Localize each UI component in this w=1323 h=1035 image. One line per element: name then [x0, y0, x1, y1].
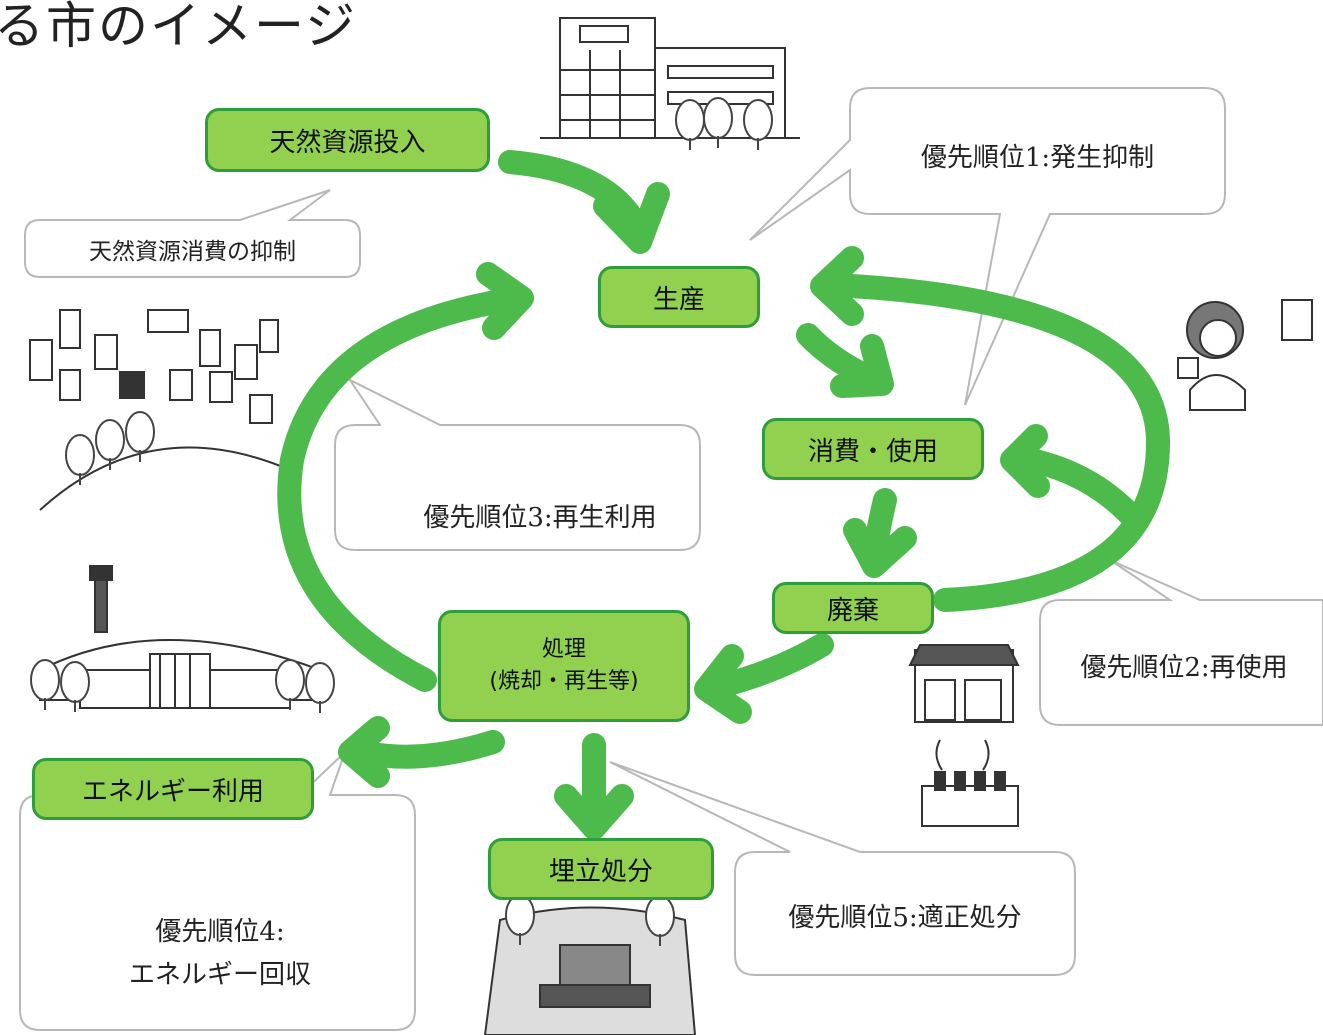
callout-priority4: 優先順位4: エネルギー回収 — [60, 905, 380, 997]
arrow-treatment-to-landfill-head — [554, 784, 634, 840]
callout-priority4-line2: エネルギー回収 — [128, 960, 311, 990]
callout-priority4-line1: 優先順位4: — [155, 917, 285, 947]
page-title: る市のイメージ — [0, 0, 357, 55]
arrow-consumption-to-disposal-head — [843, 518, 917, 578]
arrow-consumption-to-disposal-shaft — [864, 488, 897, 557]
people-globe-illustration — [29, 309, 291, 511]
callout-priority3-bubble — [334, 377, 701, 551]
person-illustration — [1177, 299, 1313, 411]
landfill-illustration — [483, 894, 697, 1035]
callout-priority3: 優先順位3:再生利用 — [423, 502, 657, 533]
arrow-production-to-consumption-head — [830, 334, 894, 398]
arrow-input-to-production-head — [593, 182, 670, 254]
node-treatment-line2: (焼却・再生等) — [489, 669, 639, 694]
callout-resource-control: 天然資源消費の抑制 — [89, 239, 296, 265]
callout-priority1-bubble — [749, 87, 1226, 406]
node-production: 生産 — [598, 266, 760, 328]
arrow-treatment-to-energy-shaft — [350, 730, 505, 769]
callout-bubbles — [19, 87, 1323, 1031]
callout-priority1: 優先順位1:発生抑制 — [920, 142, 1155, 173]
arrow-treatment-to-production-loop-shaft — [277, 288, 520, 692]
arrow-disposal-to-production-loop-shaft — [820, 273, 1171, 612]
shop-illustration — [908, 644, 1020, 827]
arrow-input-to-production-shaft — [498, 150, 644, 230]
factory-illustration — [540, 17, 800, 151]
callout-priority5: 優先順位5:適正処分 — [788, 902, 1022, 933]
node-natural-resource-input: 天然資源投入 — [205, 108, 490, 172]
arrow-disposal-to-treatment-shaft — [713, 633, 834, 697]
callout-priority2: 優先順位2:再使用 — [1080, 652, 1288, 683]
arrow-production-to-consumption-shaft — [796, 323, 874, 386]
callout-priority4-bubble — [19, 751, 416, 1031]
node-landfill: 埋立処分 — [488, 838, 714, 900]
node-consumption-use: 消費・使用 — [762, 418, 984, 480]
arrow-to-consumption-return-head — [1000, 424, 1050, 498]
callout-priority2-bubble — [1039, 559, 1323, 726]
flow-arrows — [277, 150, 1171, 840]
incinerator-illustration — [30, 565, 335, 714]
arrow-disposal-to-treatment-head — [694, 644, 752, 724]
callout-priority5-bubble — [609, 761, 1076, 976]
node-disposal: 廃棄 — [772, 582, 934, 634]
node-energy-use: エネルギー利用 — [32, 758, 314, 820]
node-treatment-line1: 処理 — [541, 637, 586, 662]
arrow-to-consumption-return-shaft — [1008, 446, 1147, 532]
callout-resource-control-bubble — [24, 189, 361, 278]
arrow-treatment-to-production-loop-head — [476, 262, 534, 340]
node-treatment: 処理 (焼却・再生等) — [438, 610, 690, 722]
arrow-disposal-to-production-loop-head — [810, 246, 864, 326]
arrow-treatment-to-energy-head — [338, 716, 390, 788]
